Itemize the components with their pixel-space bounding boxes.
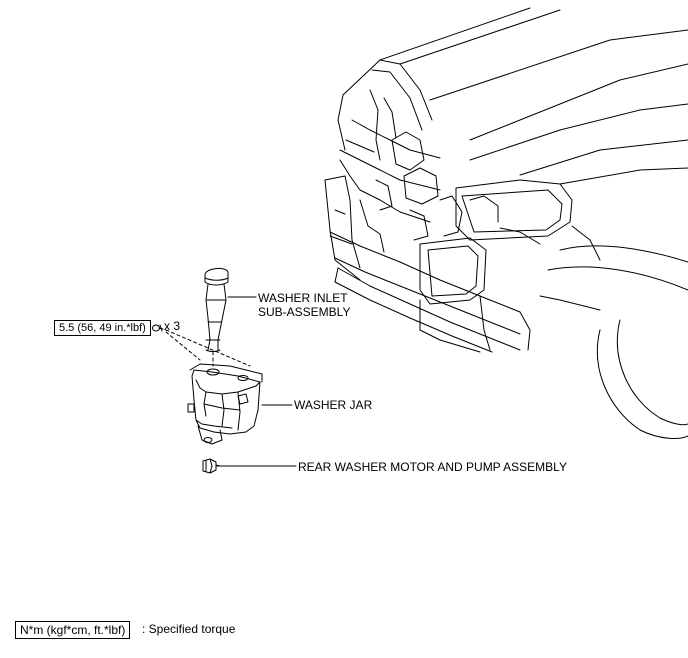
vehicle-front-illustration (324, 7, 688, 439)
legend-torque-unit-box: N*m (kgf*cm, ft.*lbf) (15, 621, 131, 639)
label-washer-jar: WASHER JAR (294, 398, 373, 412)
bolt-icon (152, 324, 164, 332)
washer-inlet-illustration (204, 267, 229, 352)
bolt-guide-line (165, 331, 201, 361)
label-washer-inlet: WASHER INLET SUB-ASSEMBLY (258, 291, 350, 319)
bolt-guide-line (165, 329, 251, 367)
legend-description: : Specified torque (142, 622, 236, 636)
label-washer-inlet-line2: SUB-ASSEMBLY (258, 305, 351, 319)
label-rear-washer-motor: REAR WASHER MOTOR AND PUMP ASSEMBLY (298, 460, 567, 474)
torque-spec-box: 5.5 (56, 49 in.*lbf) (54, 320, 151, 336)
label-washer-inlet-line1: WASHER INLET (258, 291, 348, 305)
washer-jar-illustration (187, 363, 263, 445)
torque-quantity: x 3 (164, 319, 181, 333)
